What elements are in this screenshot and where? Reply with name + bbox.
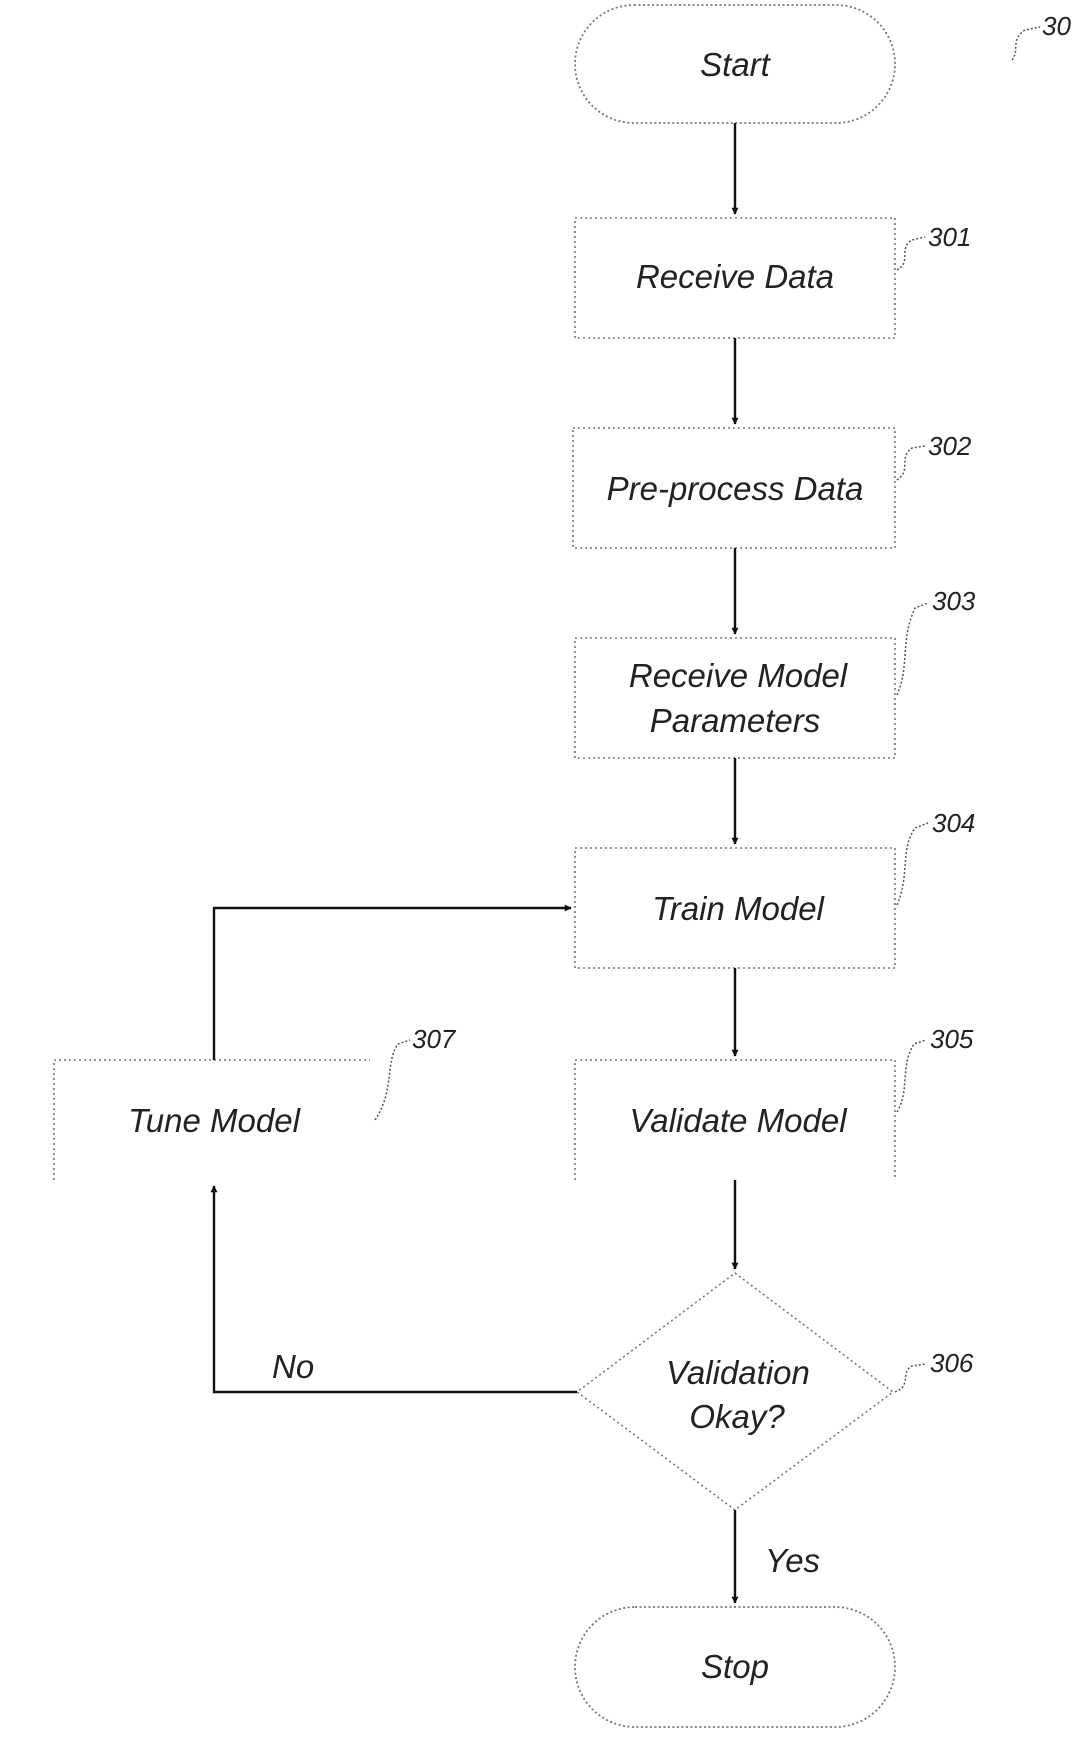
ref-303-leader [897, 603, 928, 695]
ref-304-leader [897, 823, 928, 905]
decision-diamond: Validation Okay? 306 [577, 1273, 974, 1510]
receive-params-box: Receive Model Parameters 303 [575, 586, 976, 758]
ref-307: 307 [412, 1024, 457, 1054]
receive-params-label-1: Receive Model [629, 657, 849, 694]
edge-label-no: No [272, 1348, 314, 1385]
edge-label-yes: Yes [765, 1542, 820, 1579]
ref-303: 303 [932, 586, 976, 616]
receive-data-box: Receive Data 301 [575, 218, 971, 338]
ref-301-leader [897, 237, 925, 270]
ref-306-leader [895, 1364, 926, 1392]
stop-terminal: Stop [575, 1607, 895, 1727]
start-terminal: Start [575, 5, 895, 123]
stop-label: Stop [701, 1648, 769, 1685]
validate-box: Validate Model 305 [575, 1024, 974, 1180]
tune-label: Tune Model [128, 1102, 301, 1139]
ref-305: 305 [930, 1024, 974, 1054]
ref-307-leader [375, 1040, 410, 1120]
tune-box: Tune Model 307 [54, 1024, 457, 1180]
ref-305-leader [897, 1040, 926, 1112]
figure-ref-leader [1012, 27, 1040, 60]
start-label: Start [700, 46, 772, 83]
ref-301: 301 [928, 222, 971, 252]
decision-label-2: Okay? [689, 1398, 785, 1435]
figure-ref: 30 [1042, 11, 1071, 41]
preprocess-box: Pre-process Data 302 [573, 428, 972, 548]
receive-params-label-2: Parameters [650, 702, 821, 739]
train-label: Train Model [652, 890, 825, 927]
decision-label-1: Validation [666, 1354, 810, 1391]
validate-label: Validate Model [629, 1102, 848, 1139]
ref-306: 306 [930, 1348, 974, 1378]
ref-302: 302 [928, 431, 972, 461]
preprocess-label: Pre-process Data [607, 470, 864, 507]
edge-tune-train [214, 908, 571, 1060]
receive-data-label: Receive Data [636, 258, 834, 295]
train-box: Train Model 304 [575, 808, 975, 968]
edge-decision-tune [214, 1186, 577, 1392]
ref-304: 304 [932, 808, 975, 838]
ref-302-leader [897, 446, 925, 480]
